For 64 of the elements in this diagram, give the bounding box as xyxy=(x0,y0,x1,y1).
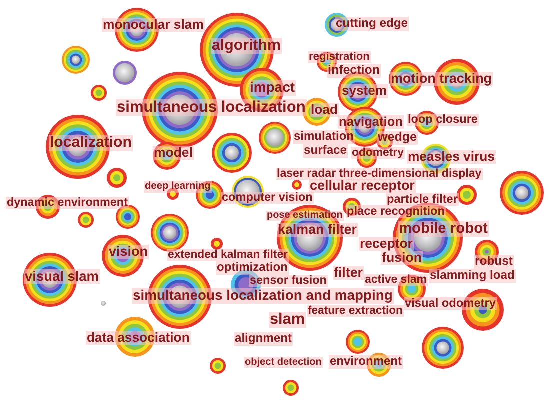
ring-circle xyxy=(100,300,106,306)
keyword-label: simultaneous localization xyxy=(116,98,307,116)
keyword-label: environment xyxy=(329,355,404,369)
ring-circle xyxy=(78,212,94,228)
keyword-label: sensor fusion xyxy=(249,274,328,288)
keyword-label: motion tracking xyxy=(390,72,494,86)
ring-circle xyxy=(113,61,137,85)
keyword-label: slam xyxy=(269,312,306,328)
keyword-label: odometry xyxy=(351,146,405,160)
keyword-label: particle filter xyxy=(386,192,459,206)
keyword-label: dynamic environment xyxy=(6,196,129,210)
keyword-label: receptor xyxy=(359,236,414,252)
keyword-label: cellular receptor xyxy=(309,178,416,194)
ring-circle xyxy=(210,358,226,374)
keyword-label: loop closure xyxy=(407,114,479,126)
keyword-label: wedge xyxy=(377,131,418,145)
keyword-label: infection xyxy=(327,64,381,78)
keyword-label: pose estimation xyxy=(266,210,344,222)
ring-circle xyxy=(457,185,477,205)
keyword-label: surface xyxy=(303,144,348,158)
keyword-label: kalman filter xyxy=(277,222,358,238)
ring-circle xyxy=(259,122,291,154)
ring-circle xyxy=(500,171,544,215)
ring-circle xyxy=(212,133,252,173)
keyword-label: algorithm xyxy=(211,38,282,54)
keyword-label: system xyxy=(341,84,388,98)
keyword-label: laser radar three-dimensional display xyxy=(276,168,483,180)
ring-circle xyxy=(116,205,140,229)
keyword-label: impact xyxy=(249,80,296,96)
keyword-label: data association xyxy=(86,330,191,346)
keyword-label: model xyxy=(153,146,194,160)
keyword-label: place recognition xyxy=(346,204,446,218)
ring-circle xyxy=(91,85,107,101)
keyword-label: visual odometry xyxy=(404,296,497,310)
ring-circle xyxy=(107,168,127,188)
ring-circle xyxy=(292,180,302,190)
keyword-label: computer vision xyxy=(221,192,314,204)
keyword-label: fusion xyxy=(381,250,423,266)
keyword-label: localization xyxy=(49,134,133,152)
keyword-label: registration xyxy=(308,50,371,64)
keyword-label: vision xyxy=(108,244,150,260)
keyword-label: simultaneous localization and mapping xyxy=(132,288,394,304)
keyword-label: slamming load xyxy=(429,269,516,283)
keyword-label: load xyxy=(310,102,339,118)
ring-circle xyxy=(346,330,370,354)
keyword-label: object detection xyxy=(244,356,323,368)
keyword-label: optimization xyxy=(216,261,289,275)
ring-circle xyxy=(422,327,464,369)
keyword-label: feature extraction xyxy=(307,304,404,318)
keyword-label: simulation xyxy=(293,130,356,144)
keyword-label: monocular slam xyxy=(102,18,205,32)
keyword-label: measles virus xyxy=(407,150,496,164)
ring-circle xyxy=(211,238,223,250)
keyword-label: filter xyxy=(333,266,364,280)
keyword-label: navigation xyxy=(338,115,404,130)
keyword-label: robust xyxy=(474,255,514,269)
ring-circle xyxy=(62,46,90,74)
keyword-label: deep learning xyxy=(144,181,212,193)
keyword-label: extended kalman filter xyxy=(167,248,289,262)
keyword-label: cutting edge xyxy=(335,17,409,31)
keyword-label: visual slam xyxy=(24,268,100,284)
ring-circle xyxy=(283,380,299,396)
keyword-label: alignment xyxy=(234,332,293,346)
keyword-label: mobile robot xyxy=(398,220,489,238)
